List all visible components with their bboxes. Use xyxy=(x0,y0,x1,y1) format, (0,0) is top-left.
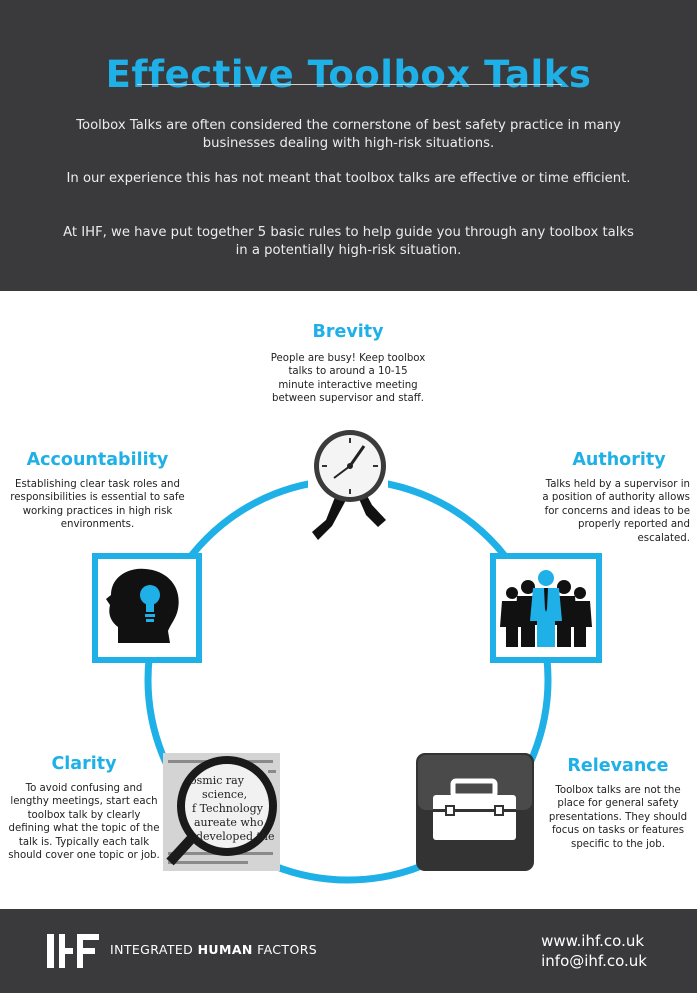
magnifier-word-4: aureate who xyxy=(194,816,264,829)
footer-panel: INTEGRATED HUMAN FACTORS www.ihf.co.uk i… xyxy=(0,909,697,993)
magnifier-word-1: osmic ray xyxy=(190,774,245,787)
brand-part-1: INTEGRATED xyxy=(110,942,198,957)
clarity-text: To avoid confusing and lengthy meetings,… xyxy=(8,783,160,862)
accountability-title: Accountability xyxy=(26,450,169,470)
brevity-text: People are busy! Keep toolbox talks to a… xyxy=(270,353,426,405)
authority-icon-frame xyxy=(490,553,602,663)
brand-part-2: HUMAN xyxy=(197,942,253,957)
toolbox-icon xyxy=(416,753,534,871)
magnifier-word-3: f Technology xyxy=(192,802,264,815)
brevity-title: Brevity xyxy=(312,322,384,342)
website-link[interactable]: www.ihf.co.uk xyxy=(541,932,645,950)
rules-circle-graphic: osmic ray science, f Technology aureate … xyxy=(144,430,552,884)
intro-paragraph-2: In our experience this has not meant tha… xyxy=(66,171,631,186)
authority-title: Authority xyxy=(572,450,666,470)
contact-block: www.ihf.co.uk info@ihf.co.uk xyxy=(541,931,647,971)
clock-icon xyxy=(308,430,388,540)
magnifier-word-5: developed the xyxy=(196,830,275,843)
header-panel: Effective Toolbox Talks Toolbox Talks ar… xyxy=(0,0,697,291)
relevance-text: Toolbox talks are not the place for gene… xyxy=(548,785,688,850)
accountability-text: Establishing clear task roles and respon… xyxy=(10,479,185,531)
brand-name: INTEGRATED HUMAN FACTORS xyxy=(110,942,317,957)
clarity-title: Clarity xyxy=(51,754,117,774)
team-people-icon xyxy=(500,570,592,647)
relevance-title: Relevance xyxy=(567,756,669,776)
magnifier-word-2: science, xyxy=(202,788,247,801)
authority-text: Talks held by a supervisor in a position… xyxy=(542,479,690,544)
head-lightbulb-icon xyxy=(106,568,179,643)
intro-paragraph-1: Toolbox Talks are often considered the c… xyxy=(76,118,621,151)
ihf-logo xyxy=(47,934,99,968)
magnifier-icon: osmic ray science, f Technology aureate … xyxy=(163,753,280,871)
email-link[interactable]: info@ihf.co.uk xyxy=(541,952,647,970)
accountability-icon-frame xyxy=(92,553,202,663)
title-divider xyxy=(137,84,562,85)
intro-paragraph-3: At IHF, we have put together 5 basic rul… xyxy=(63,225,634,258)
brand-part-3: FACTORS xyxy=(252,942,318,957)
page-title: Effective Toolbox Talks xyxy=(105,52,592,96)
